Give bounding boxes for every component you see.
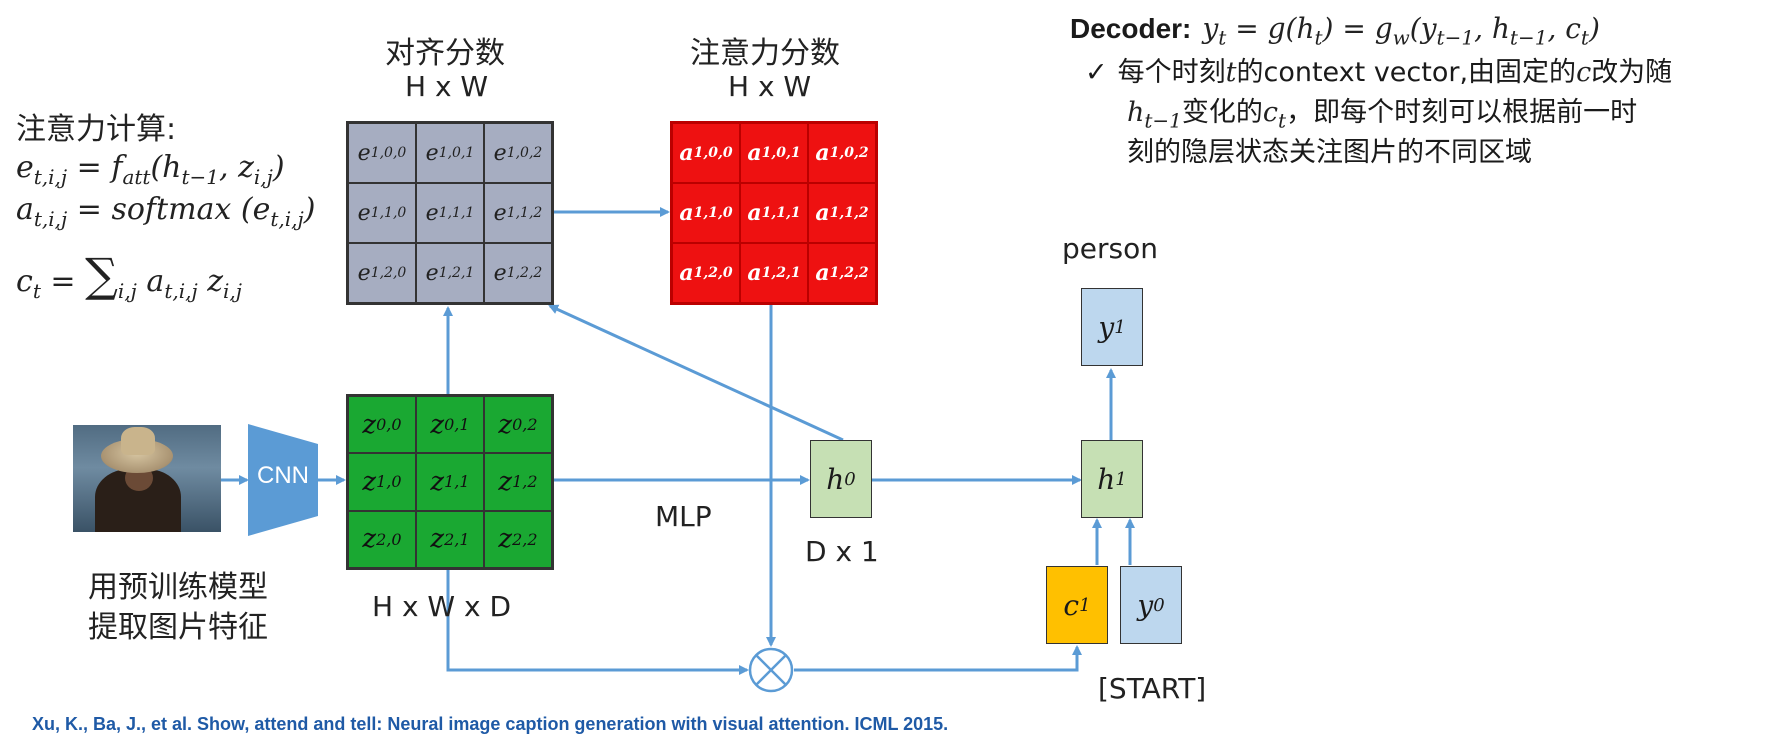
alignment-title: 对齐分数 [385,36,505,71]
decoder-heading-row: Decoder: yt = g(ht) = gw(yt−1, ht−1, ct) [1070,12,1600,50]
decoder-line1: ✓ 每个时刻t的context vector,由固定的c改为随 [1085,50,1672,89]
attention-title: 注意力分数 [690,36,840,71]
feature-dims: H x W x D [372,590,512,623]
image-thumbnail [73,425,221,532]
decoder-equation: yt = g(ht) = gw(yt−1, ht−1, ct) [1202,12,1600,50]
hidden-dims: D x 1 [805,535,879,568]
decoder-var-c: c [1576,57,1592,88]
arrow-h0-to-alignment [548,304,844,442]
decoder-text: 的context vector,由固定的 [1236,57,1577,88]
cnn-trapezoid [248,424,318,536]
formula-a: at,i,j = softmax (et,i,j) [16,192,316,231]
arrow-features-to-multiply [446,565,749,675]
start-token-label: [START] [1098,672,1207,705]
decoder-heading: Decoder: [1070,13,1192,44]
formula-e: et,i,j = fatt(ht−1, zi,j) [16,150,285,189]
decoder-text: 每个时刻 [1117,57,1226,88]
attention-dims: H x W [728,70,812,103]
arrow-multiply-to-c1 [794,645,1082,672]
decoder-text: 变化的 [1181,97,1263,128]
formula-c: ct = ∑i,j at,i,j zi,j [16,248,242,303]
alignment-dims: H x W [405,70,489,103]
decoder-line2: ht−1变化的ct，即每个时刻可以根据前一时 [1127,90,1637,132]
formula-title: 注意力计算: [16,112,177,147]
output-word-person: person [1062,232,1158,265]
decoder-var-h: ht−1 [1127,97,1182,133]
decoder-text: 改为随 [1591,57,1673,88]
mlp-label: MLP [655,500,712,533]
citation: Xu, K., Ba, J., et al. Show, attend and … [32,714,949,734]
decoder-var-t: t [1225,57,1237,88]
checkmark-icon: ✓ [1085,57,1108,88]
cnn-label: CNN [257,462,309,489]
pretrained-caption-line1: 用预训练模型 [88,570,268,605]
decoder-var-ct: ct [1262,97,1287,133]
pretrained-caption-line2: 提取图片特征 [88,610,268,645]
decoder-text: ，即每个时刻可以根据前一时 [1286,97,1638,128]
decoder-line3: 刻的隐层状态关注图片的不同区域 [1127,137,1532,168]
hat-crown [121,427,155,455]
multiply-circle-icon [748,647,794,693]
